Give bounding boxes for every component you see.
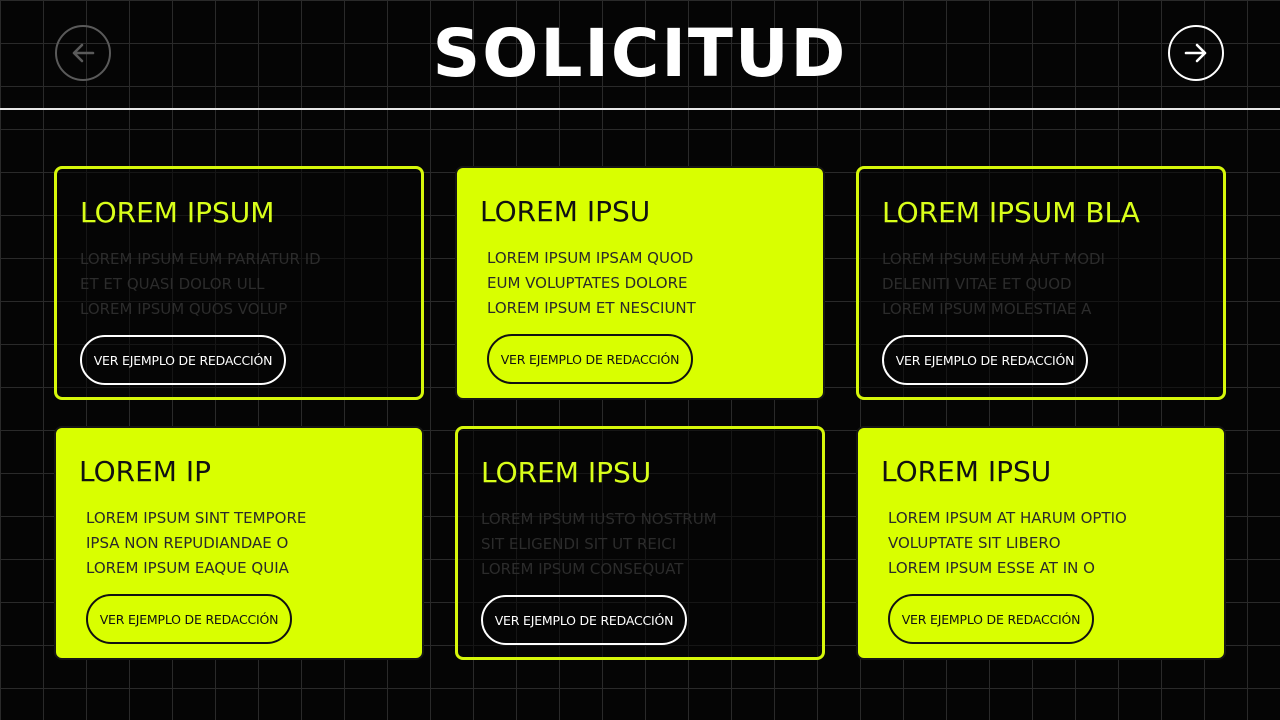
next-button[interactable] (1168, 25, 1224, 81)
view-example-button[interactable]: VER EJEMPLO DE REDACCIÓN (481, 595, 687, 645)
card-3: LOREM IPSUM BLA LOREM IPSUM EUM AUT MODI… (856, 166, 1226, 400)
card-5: LOREM IPSU LOREM IPSUM IUSTO NOSTRUM SIT… (455, 426, 825, 660)
card-line: LOREM IPSUM IPSAM QUOD (487, 249, 694, 267)
card-line: LOREM IPSUM ESSE AT IN O (888, 559, 1095, 577)
card-line: LOREM IPSUM AT HARUM OPTIO (888, 509, 1127, 527)
card-line: DELENITI VITAE ET QUOD (882, 275, 1072, 293)
view-example-button[interactable]: VER EJEMPLO DE REDACCIÓN (888, 594, 1094, 644)
view-example-button[interactable]: VER EJEMPLO DE REDACCIÓN (882, 335, 1088, 385)
card-description: LOREM IPSUM SINT TEMPORE IPSA NON REPUDI… (86, 506, 306, 581)
arrow-right-icon (1184, 43, 1207, 63)
card-line: LOREM IPSUM EUM PARIATUR ID (80, 250, 321, 268)
card-description: LOREM IPSUM IUSTO NOSTRUM SIT ELIGENDI S… (481, 507, 717, 582)
card-description: LOREM IPSUM AT HARUM OPTIO VOLUPTATE SIT… (888, 506, 1127, 581)
card-line: LOREM IPSUM SINT TEMPORE (86, 509, 307, 527)
card-line: IPSA NON REPUDIANDAE O (86, 534, 289, 552)
page-title: SOLICITUD (432, 15, 848, 92)
card-title: LOREM IPSU (480, 195, 651, 228)
arrow-left-icon (72, 43, 95, 63)
view-example-button[interactable]: VER EJEMPLO DE REDACCIÓN (86, 594, 292, 644)
card-line: LOREM IPSUM EUM AUT MODI (882, 250, 1105, 268)
card-4: LOREM IP LOREM IPSUM SINT TEMPORE IPSA N… (54, 426, 424, 660)
view-example-button[interactable]: VER EJEMPLO DE REDACCIÓN (487, 334, 693, 384)
card-line: LOREM IPSUM IUSTO NOSTRUM (481, 510, 717, 528)
card-title: LOREM IP (79, 455, 211, 488)
card-title: LOREM IPSU (481, 456, 652, 489)
card-title: LOREM IPSU (881, 455, 1052, 488)
card-1: LOREM IPSUM LOREM IPSUM EUM PARIATUR ID … (54, 166, 424, 400)
previous-button[interactable] (55, 25, 111, 81)
card-line: LOREM IPSUM QUOS VOLUP (80, 300, 288, 318)
card-line: SIT ELIGENDI SIT UT REICI (481, 535, 677, 553)
card-line: LOREM IPSUM CONSEQUAT (481, 560, 684, 578)
card-2: LOREM IPSU LOREM IPSUM IPSAM QUOD EUM VO… (455, 166, 825, 400)
card-6: LOREM IPSU LOREM IPSUM AT HARUM OPTIO VO… (856, 426, 1226, 660)
card-line: EUM VOLUPTATES DOLORE (487, 274, 688, 292)
card-line: ET ET QUASI DOLOR ULL (80, 275, 265, 293)
header: SOLICITUD (0, 0, 1280, 108)
header-divider (0, 108, 1280, 110)
card-line: LOREM IPSUM MOLESTIAE A (882, 300, 1092, 318)
card-description: LOREM IPSUM EUM PARIATUR ID ET ET QUASI … (80, 247, 321, 322)
view-example-button[interactable]: VER EJEMPLO DE REDACCIÓN (80, 335, 286, 385)
card-line: LOREM IPSUM EAQUE QUIA (86, 559, 289, 577)
card-title: LOREM IPSUM (80, 196, 275, 229)
card-line: LOREM IPSUM ET NESCIUNT (487, 299, 696, 317)
card-line: VOLUPTATE SIT LIBERO (888, 534, 1061, 552)
card-description: LOREM IPSUM EUM AUT MODI DELENITI VITAE … (882, 247, 1105, 322)
card-description: LOREM IPSUM IPSAM QUOD EUM VOLUPTATES DO… (487, 246, 696, 321)
card-title: LOREM IPSUM BLA (882, 196, 1140, 229)
